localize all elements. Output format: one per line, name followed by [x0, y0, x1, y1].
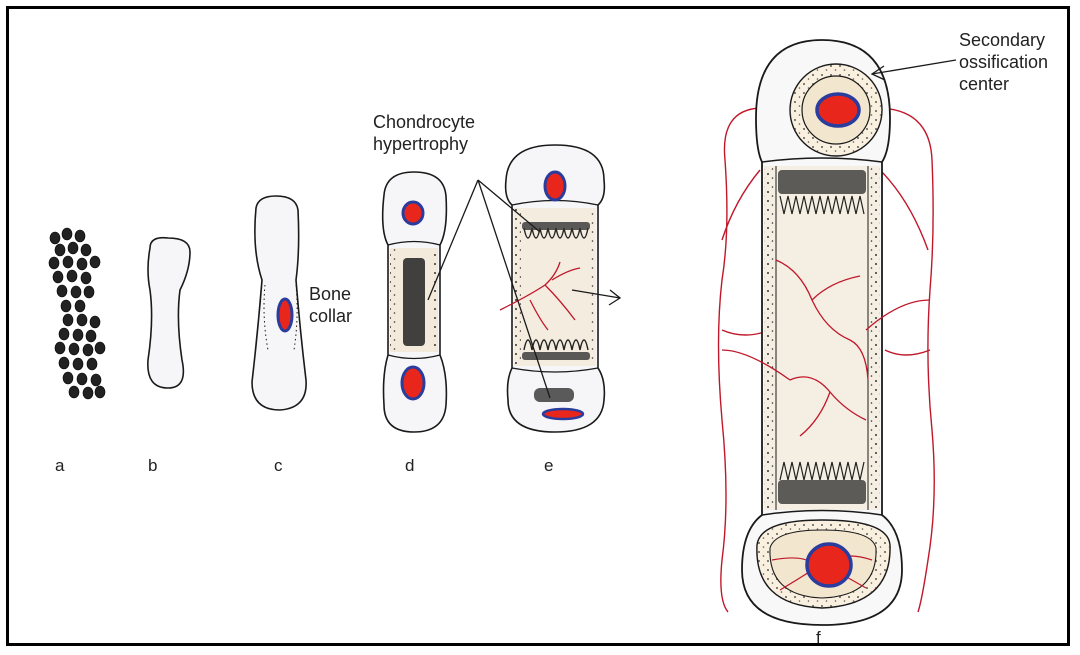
primary-ossification-center	[278, 299, 292, 331]
stage-c-bone-collar	[252, 196, 306, 410]
stage-label-f: f	[816, 627, 821, 649]
stage-a-mesenchyme	[49, 228, 105, 399]
chondrocyte-hypertrophy-label: Chondrocyte hypertrophy	[373, 111, 475, 155]
bone-collar-label: Bone collar	[309, 283, 352, 327]
stage-e-vascular-invasion	[500, 145, 604, 432]
secondary-ossification-pointer	[872, 60, 956, 80]
stage-b-cartilage-model	[148, 238, 190, 388]
stage-f-mature-bone	[719, 40, 935, 625]
secondary-ossification-center-top	[817, 94, 859, 126]
stage-label-c: c	[274, 455, 283, 477]
stage-label-a: a	[55, 455, 64, 477]
stage-label-e: e	[544, 455, 553, 477]
stage-label-d: d	[405, 455, 414, 477]
stage-d-hypertrophy	[383, 172, 447, 432]
stage-label-b: b	[148, 455, 157, 477]
secondary-ossification-center-bottom	[807, 544, 851, 586]
secondary-ossification-center-label: Secondary ossification center	[959, 29, 1048, 95]
